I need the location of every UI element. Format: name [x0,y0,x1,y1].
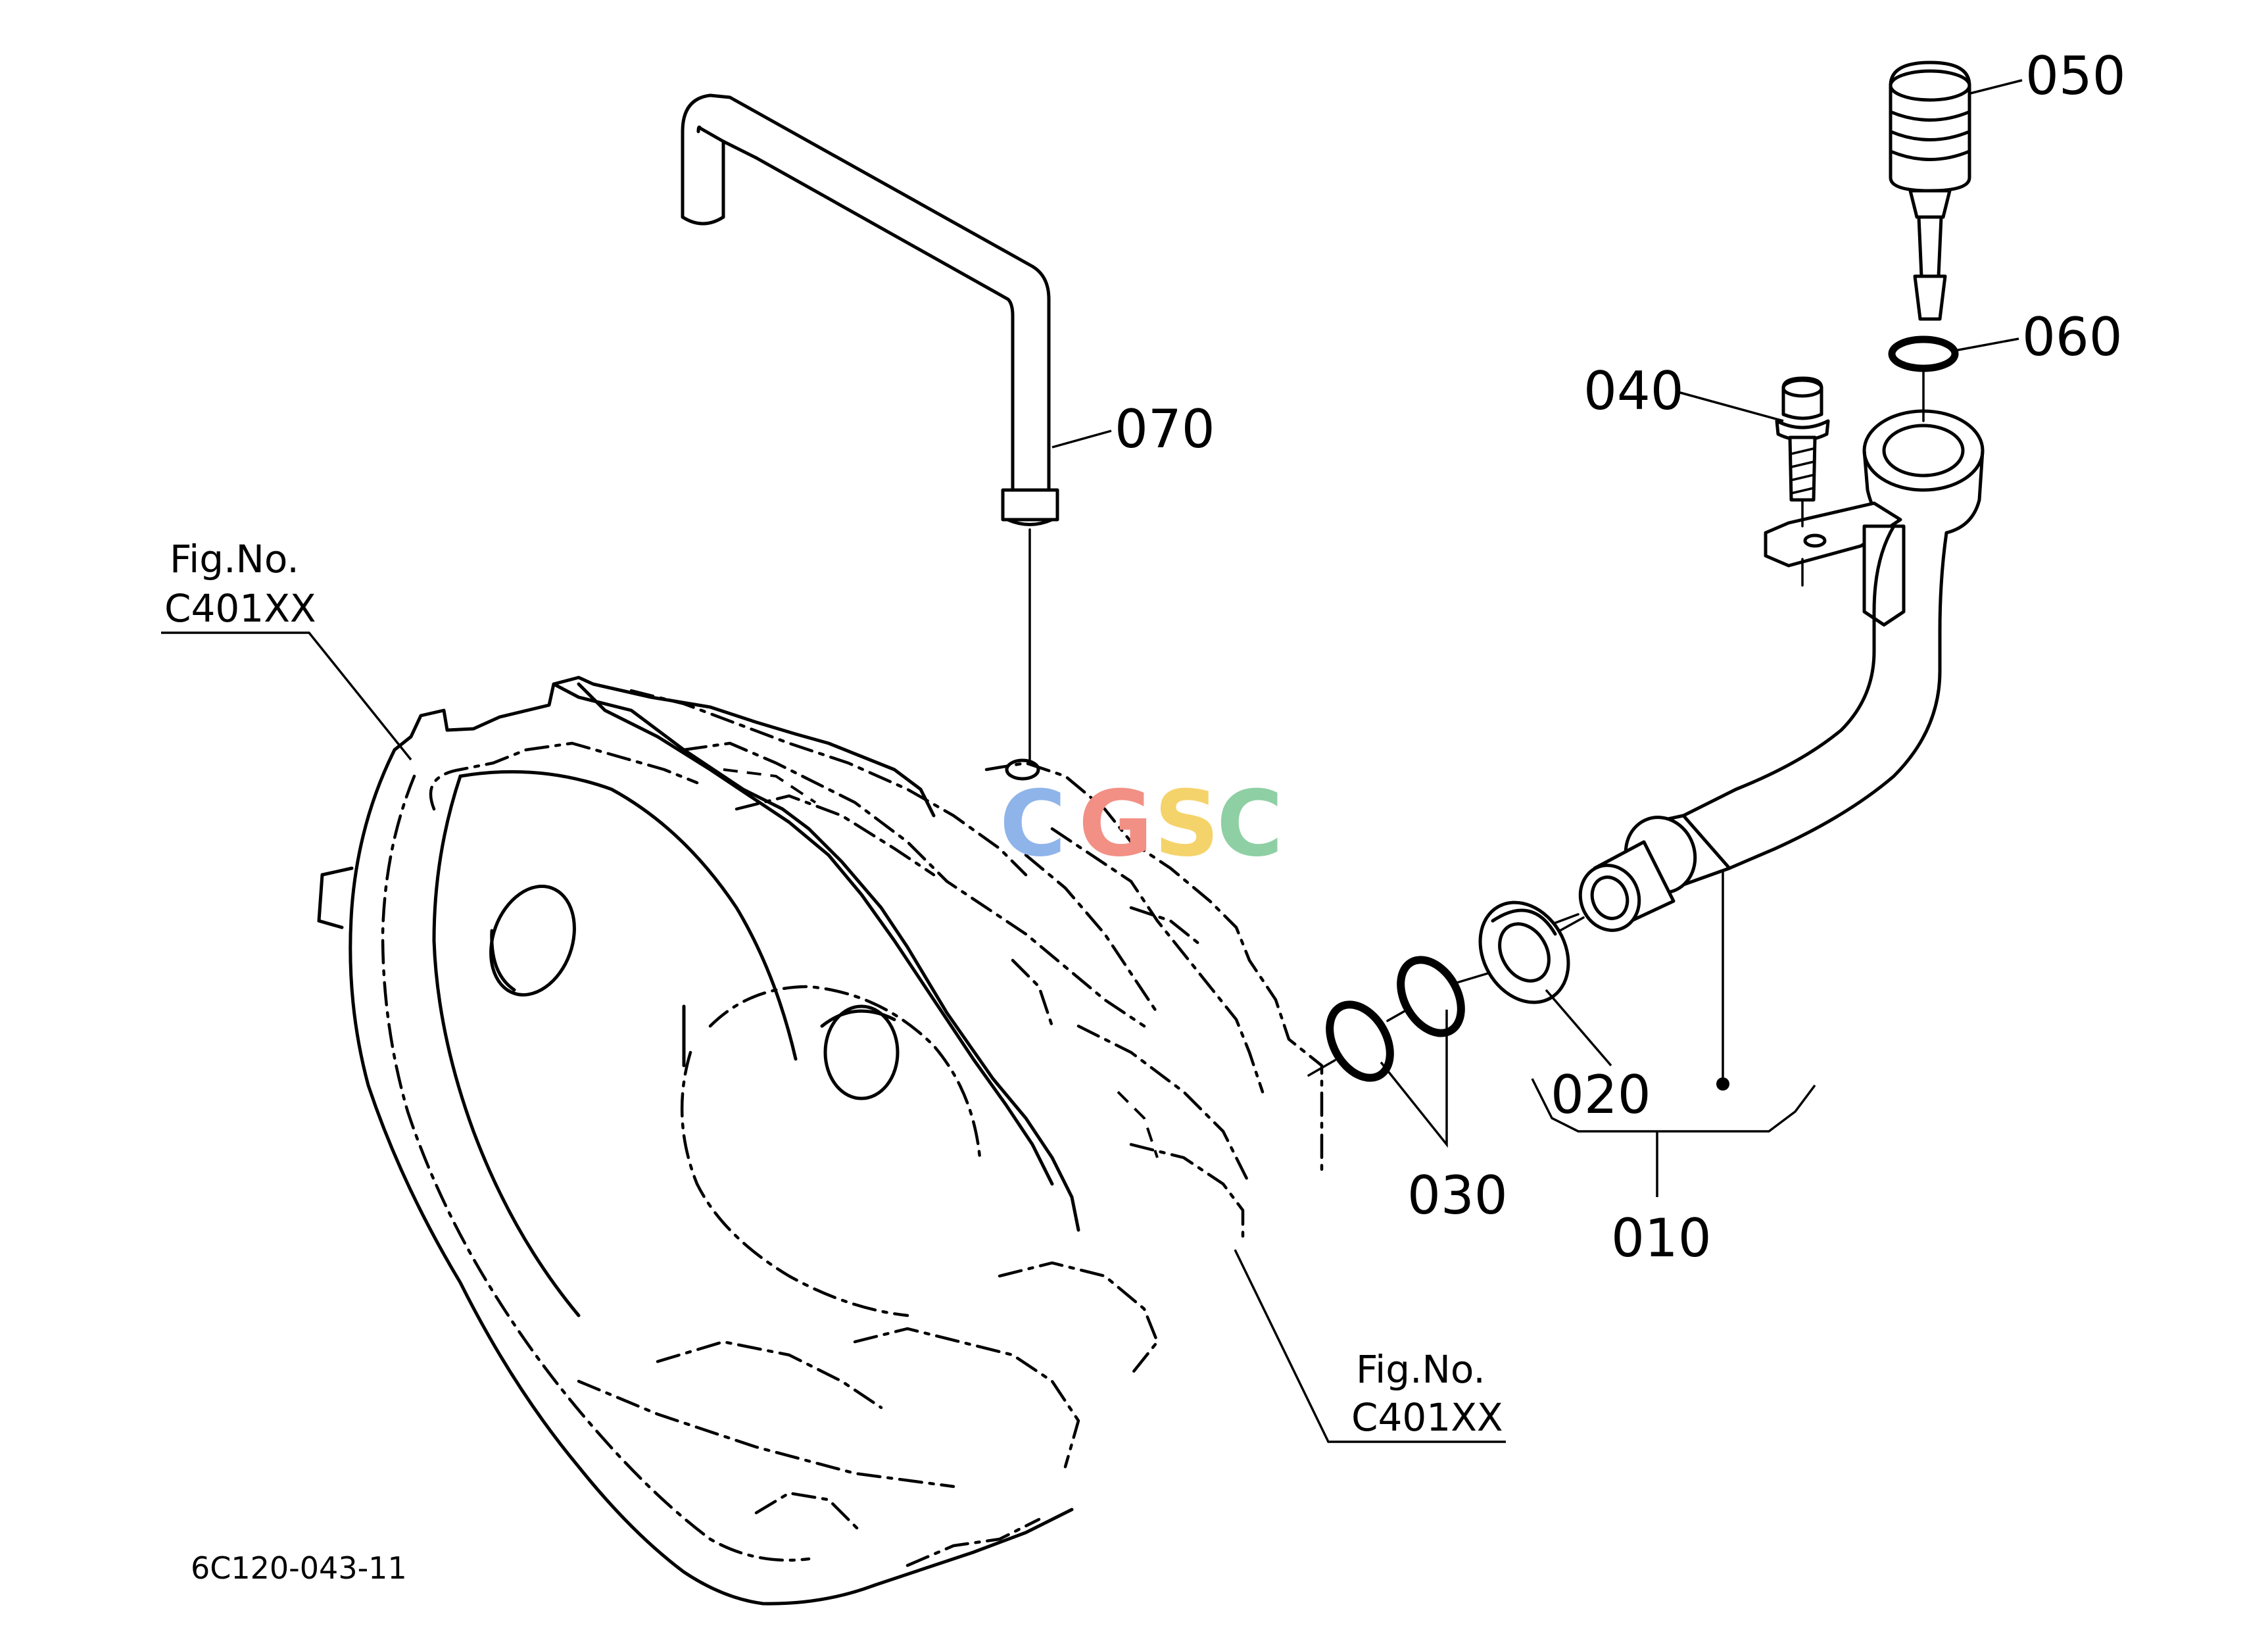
diagram-code: 6C120-043-11 [191,1550,407,1586]
watermark-letter: G [1078,771,1153,877]
callout-060: 060 [2022,307,2123,368]
bolt-040 [1775,376,1830,587]
leader-lines [161,79,2023,1443]
transmission-housing [317,676,1324,1606]
figref-number: C401XX [164,586,316,631]
figure-reference-bottom: Fig.No. C401XX [1351,1347,1503,1440]
watermark-letter: C [1000,771,1066,877]
callout-020: 020 [1551,1064,1651,1125]
figref-label: Fig.No. [1356,1347,1485,1392]
o-ring-060 [1888,335,1959,422]
figref-number: C401XX [1351,1395,1503,1440]
figure-reference-top: Fig.No. C401XX [164,537,316,631]
watermark-letter: S [1154,771,1219,877]
callout-labels: 050 060 040 070 020 030 010 [1115,45,2126,1269]
callout-030: 030 [1407,1165,1508,1226]
dipstick [1889,61,1971,321]
callout-070: 070 [1115,399,1215,460]
oil-filler-pipe [1551,409,1985,1091]
o-rings-030 [1326,956,1465,1082]
assembly-axis [1307,916,1585,1077]
figref-label: Fig.No. [170,537,299,581]
breather-pipe [681,93,1059,764]
callout-050: 050 [2025,45,2126,107]
watermark-letter: C [1217,771,1283,877]
callout-040: 040 [1583,360,1684,422]
callout-010: 010 [1611,1208,1712,1269]
washer-020 [1478,900,1570,1004]
